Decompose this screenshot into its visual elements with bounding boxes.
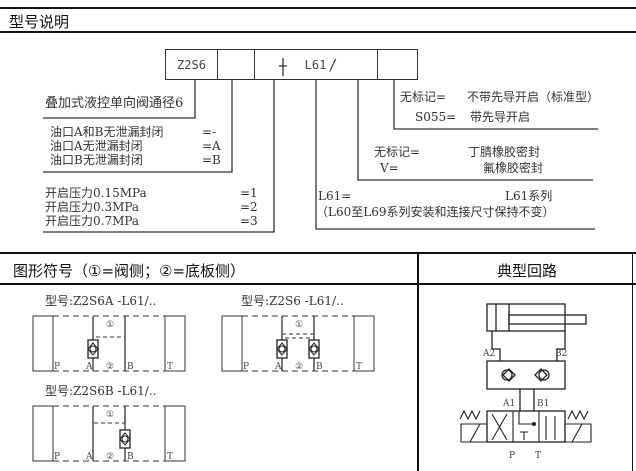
series-option-label: L61系列: [505, 189, 553, 203]
code-box-series: L61/: [254, 49, 378, 80]
port-a2-label: A2: [482, 349, 495, 359]
plate-left: [32, 315, 54, 372]
port-b2-label: B2: [555, 349, 567, 359]
cylinder-rod: [508, 314, 587, 325]
pilot-option-code: S055=: [415, 110, 457, 124]
port-t-label: T: [535, 451, 541, 461]
pressure-option-label: 开启压力0.7MPa: [45, 214, 140, 228]
check-symbols: [502, 368, 548, 382]
port-t-label: T: [167, 452, 173, 462]
valve-flow-paths: [491, 411, 556, 442]
plate-side-label: ②: [106, 452, 114, 462]
divider: [0, 252, 636, 254]
pressure-option-label: 开启压力0.3MPa: [45, 200, 140, 214]
port-option-code: =A: [202, 139, 221, 153]
pressure-option-code: =2: [240, 200, 258, 214]
port-p-label: P: [243, 362, 249, 372]
code-slash: /: [328, 55, 338, 74]
check-block: [486, 360, 566, 390]
valve-side-label: ①: [106, 320, 114, 330]
port-a1-label: A1: [502, 399, 515, 409]
seal-option-code: 无标记=: [374, 145, 421, 159]
dashed-boundary: [53, 405, 165, 462]
divider: [0, 31, 636, 33]
check-valve-ball: [310, 345, 318, 353]
plate-right: [164, 405, 186, 462]
port-option-label: 油口B无泄漏封闭: [50, 153, 143, 167]
cylinder-piston: [495, 304, 510, 331]
plate-left: [32, 405, 54, 462]
valve-side-label: ①: [106, 410, 114, 420]
check-valve-ball: [121, 435, 129, 443]
port-b-label: B: [316, 362, 323, 372]
port-p-label: P: [54, 362, 60, 372]
symbol-model-a: 型号:Z2S6A -L61/..: [45, 294, 157, 308]
symbol-model-b: 型号:Z2S6B -L61/..: [45, 384, 157, 398]
code-series: L61: [304, 57, 327, 72]
port-a-label: A: [274, 362, 282, 372]
check-valve-seat: [308, 342, 320, 356]
port-option-code: =-: [202, 125, 217, 139]
divider: [632, 252, 633, 471]
check-valve-ball: [278, 345, 286, 353]
junction: [532, 422, 536, 426]
check-valve-ball: [89, 345, 97, 353]
cylinder-lines: [491, 331, 566, 361]
dashed-boundary: [242, 315, 354, 372]
port-b-label: B: [127, 452, 134, 462]
port-b1-label: B1: [537, 399, 549, 409]
valve-side-label: ①: [295, 320, 303, 330]
plate-left: [221, 315, 243, 372]
section-title-model: 型号说明: [9, 13, 70, 31]
code-box-pilot: [377, 49, 418, 80]
pressure-option-code: =1: [240, 186, 258, 200]
divider: [417, 252, 419, 471]
size-label: 叠加式液控单向阀通径6: [45, 96, 184, 111]
seal-option-label: 氟橡胶密封: [483, 161, 544, 175]
solenoid-springs: [459, 409, 592, 443]
symbol-model-ab: 型号:Z2S6 -L61/..: [241, 294, 344, 308]
section-title-symbols: 图形符号（①=阀侧；②=底板侧）: [13, 262, 246, 280]
port-t-label: T: [167, 362, 173, 372]
pilot-line: [93, 422, 126, 431]
cylinder-body: [486, 303, 566, 332]
port-p-label: P: [509, 451, 515, 461]
pilot-option-label: 带先导开启: [470, 110, 531, 124]
port-p-label: P: [54, 452, 60, 462]
series-option-code: L61=: [318, 189, 352, 203]
plate-side-label: ②: [106, 362, 114, 372]
check-valve-seat: [119, 432, 131, 446]
section-title-circuit: 典型回路: [497, 262, 558, 280]
port-option-code: =B: [202, 153, 221, 167]
divider: [0, 7, 636, 9]
seal-option-code: V=: [380, 161, 399, 175]
plate-right: [353, 315, 375, 372]
divider: [0, 283, 636, 285]
pilot-option-code: 无标记=: [400, 90, 447, 104]
series-option-note: （L60至L69系列安装和连接尺寸保持不变）: [316, 205, 555, 219]
dashed-boundary: [53, 315, 165, 372]
port-b-label: B: [127, 362, 134, 372]
port-option-label: 油口A和B无泄漏封闭: [50, 125, 164, 139]
plate-right: [164, 315, 186, 372]
pressure-option-label: 开启压力0.15MPa: [45, 186, 147, 200]
check-valve-seat: [87, 342, 99, 356]
port-a-label: A: [85, 452, 93, 462]
port-a-label: A: [85, 362, 93, 372]
seal-option-label: 丁腈橡胶密封: [468, 145, 541, 159]
pilot-option-label: 不带先导开启（标准型）: [467, 90, 600, 104]
check-valve-seat: [276, 342, 288, 356]
pipe-lines: [519, 389, 535, 411]
pressure-option-code: =3: [240, 214, 258, 228]
check-ball-a: [501, 369, 513, 381]
port-t-label: T: [356, 362, 362, 372]
port-option-label: 油口A无泄漏封闭: [50, 139, 143, 153]
check-ball-b: [538, 369, 550, 381]
plate-side-label: ②: [295, 362, 303, 372]
